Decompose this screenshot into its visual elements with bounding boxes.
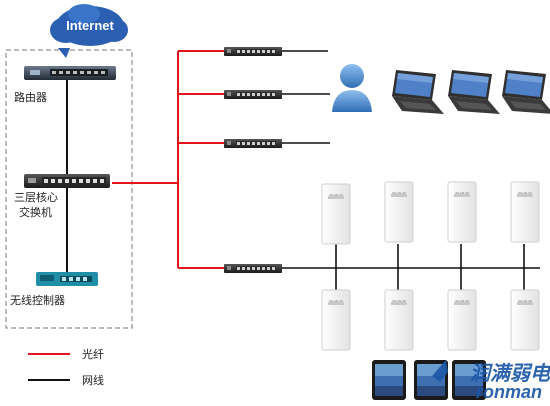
svg-text:润满弱电: 润满弱电 bbox=[470, 362, 550, 385]
legend-cable-label: 网线 bbox=[82, 373, 104, 387]
svg-text:ronman: ronman bbox=[476, 382, 542, 402]
internet-cloud-icon: Internet bbox=[50, 4, 128, 58]
svg-text:WLAN AP: WLAN AP bbox=[518, 191, 532, 195]
laptop-2-icon bbox=[448, 70, 500, 114]
network-links bbox=[282, 50, 540, 290]
wireless-controller-icon bbox=[36, 272, 98, 286]
svg-text:WLAN AP: WLAN AP bbox=[329, 299, 343, 303]
core-switch-label-line1: 三层核心 bbox=[14, 190, 58, 204]
user-icon bbox=[332, 64, 372, 112]
laptop-3-icon bbox=[502, 70, 550, 114]
svg-text:WLAN AP: WLAN AP bbox=[329, 193, 343, 197]
access-switch-1-icon bbox=[224, 47, 282, 56]
router-icon bbox=[24, 66, 116, 80]
internet-label: Internet bbox=[66, 18, 114, 33]
laptop-1-icon bbox=[392, 70, 444, 114]
svg-text:WLAN AP: WLAN AP bbox=[455, 191, 469, 195]
svg-text:WLAN AP: WLAN AP bbox=[392, 299, 406, 303]
wireless-controller-label: 无线控制器 bbox=[10, 293, 65, 307]
ap-brand-labels: WLAN AP WLAN AP WLAN AP WLAN AP WLAN AP … bbox=[329, 191, 532, 303]
access-switch-2-icon bbox=[224, 90, 282, 99]
core-switch-icon bbox=[24, 174, 110, 188]
core-switch-label-line2: 交换机 bbox=[19, 205, 52, 219]
router-label: 路由器 bbox=[14, 90, 47, 104]
legend: 光纤 网线 bbox=[28, 347, 104, 387]
legend-fiber-label: 光纤 bbox=[82, 347, 104, 361]
svg-text:WLAN AP: WLAN AP bbox=[392, 191, 406, 195]
access-switch-3-icon bbox=[224, 139, 282, 148]
ronman-watermark-logo: 润满弱电 ronman bbox=[432, 360, 550, 402]
fiber-links bbox=[112, 50, 224, 269]
access-switch-4-icon bbox=[224, 264, 282, 273]
svg-text:WLAN AP: WLAN AP bbox=[455, 299, 469, 303]
svg-text:WLAN AP: WLAN AP bbox=[518, 299, 532, 303]
core-zone-boundary bbox=[5, 49, 133, 329]
tablet-1-icon bbox=[372, 360, 406, 400]
